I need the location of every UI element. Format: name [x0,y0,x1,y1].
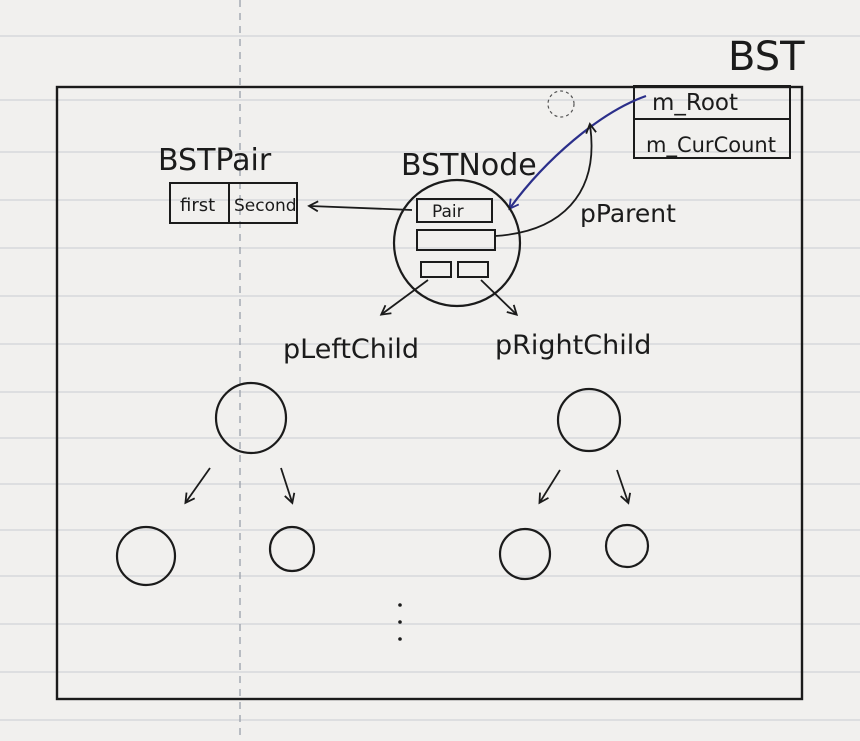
node-left-box [420,261,452,278]
bst-node: BSTNode Pair [392,148,537,308]
pparent-label: pParent [580,199,676,228]
pair-first-field: first [180,195,215,216]
pair-arrow [307,200,413,213]
bst-pair: BSTPair first Second [158,143,298,224]
node-pair-label: Pair [432,202,464,222]
left-child-arrow [379,279,429,316]
right-child-arrow [480,279,519,316]
bst-title: BST [728,34,805,80]
left-subtree [115,381,316,587]
bst-member-table: m_Root m_CurCount [633,85,791,159]
pleftchild-label: pLeftChild [283,334,419,365]
pair-second-field: Second [234,196,297,216]
left-subtree-right-arrow [280,467,296,505]
left-subtree-left-arrow [184,467,211,505]
bst-container [55,85,804,701]
m-curcount-field: m_CurCount [646,133,776,158]
right-subtree [498,387,650,581]
bst-pair-title: BSTPair [158,143,272,178]
parent-arrow [494,122,597,237]
ruled-lines [0,35,860,721]
right-subtree-left-leaf [498,527,552,581]
continuation-dots [398,603,402,641]
right-subtree-right-leaf [604,523,650,569]
right-subtree-left-arrow [538,469,561,505]
node-pair-box [416,198,493,223]
prightchild-label: pRightChild [495,330,651,361]
root-arrow [508,94,647,211]
placeholder-circle [547,90,575,118]
right-subtree-root [556,387,622,453]
node-parent-box [416,229,496,251]
bst-node-title: BSTNode [401,148,537,183]
right-subtree-right-arrow [616,469,632,505]
left-subtree-left-leaf [115,525,177,587]
m-root-field: m_Root [652,90,738,116]
node-circle [392,178,522,308]
node-right-box [457,261,489,278]
left-subtree-root [214,381,288,455]
left-subtree-right-leaf [268,525,316,573]
